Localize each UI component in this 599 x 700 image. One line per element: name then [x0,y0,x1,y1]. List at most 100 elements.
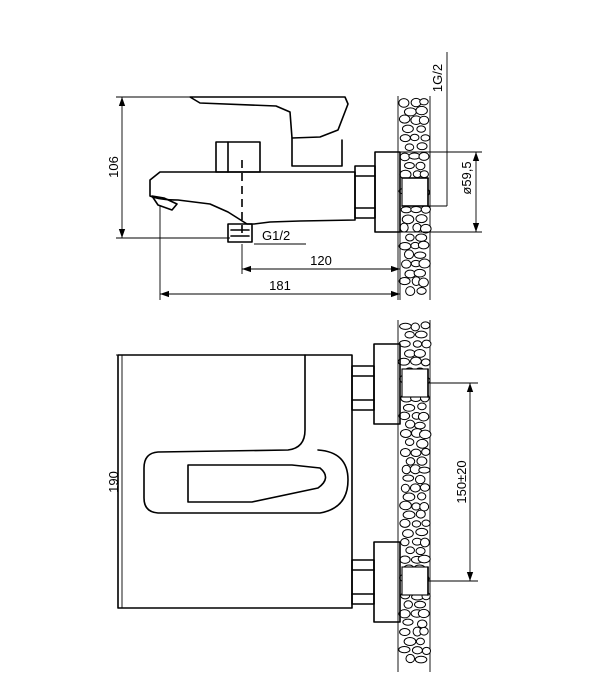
wall-stone [415,637,425,646]
wall-stone [401,214,415,225]
wall-stone [416,619,428,629]
wall-stone [411,520,422,528]
dimension-106-label: 106 [106,156,121,178]
wall-stone [402,618,414,626]
wall-stone [400,483,410,493]
wall-stone [398,114,411,124]
wall-flange [374,151,401,233]
wall-stone [420,205,431,214]
wall-stone [403,637,417,646]
wall-stone [409,483,421,493]
wall-stone [421,646,432,655]
wall-stone [397,357,411,366]
wall-stone [416,142,428,151]
wall-stone [410,356,422,366]
wall-stone [417,411,430,422]
wall-stone [410,322,420,332]
wall-stone [399,152,411,162]
wall-stone [401,124,414,134]
wall-stone [409,133,420,142]
wall-stone [408,152,421,160]
wall-stone [405,286,416,297]
wall-stone [399,518,411,528]
dimension-120-label: 120 [310,253,332,268]
dimension-181-label: 181 [269,278,291,293]
wall-stone [419,98,429,106]
wall-stone [412,222,422,233]
wall-stone [402,492,416,502]
wall-stone [415,527,429,537]
wall-stone [405,233,415,242]
side-view: 106 G1/2 120 181 1G/2 [106,52,482,300]
wall-stone [414,421,426,430]
dimension-181: 181 [159,205,400,300]
wall-stone [401,259,412,269]
dimension-190: 190 [106,354,123,608]
wall-stone [420,358,431,367]
dimension-1g12-label: 1G/2 [430,64,445,92]
wall-stone [399,429,412,438]
wall-stone [398,609,411,619]
wall-stone [418,115,430,125]
wall-stone [404,349,416,358]
wall-stone [419,170,429,179]
front-handle-inset [187,464,327,503]
wall-stone [398,411,411,421]
wall-stone [398,276,411,286]
wall-stone [415,214,428,224]
wall-stone [402,474,415,482]
dimension-1g12: 1G/2 [428,52,448,207]
connection-nut [354,165,376,219]
wall-stone [418,151,430,161]
wall-stone [414,330,428,339]
wall-stone [398,242,412,251]
wall-stone [413,268,426,278]
wall-stone [402,510,416,520]
wall-stone [417,554,431,564]
wall-stone [415,233,428,242]
wall-stone [404,438,415,447]
wall-stone [421,339,432,349]
wall-stone [405,546,415,555]
wall-stone [399,500,412,511]
wall-stone [412,340,423,348]
wall-stone [402,529,414,538]
wall-stone [399,628,411,637]
wall-stone [399,448,411,458]
wall-stone [404,143,415,152]
wall-stone [411,502,421,511]
wall-stone [403,249,415,260]
diverter-knob [215,141,261,173]
wall-stone [405,419,416,429]
mixer-body [149,171,356,225]
wall-stone [418,258,431,269]
wall-stone [417,402,427,411]
front-handle [143,354,349,514]
wall-stone [418,466,431,474]
wall-stone [414,474,426,485]
wall-stone [399,134,411,143]
wall-stone [414,600,427,609]
wall-stone [416,456,428,466]
dimension-150-label: 150±20 [454,460,469,503]
wall-stone [419,626,429,636]
wall-stone [421,519,431,527]
dimension-190-label: 190 [106,471,121,493]
front-view: 190 150±20 [106,320,478,672]
front-body [117,354,353,609]
wall-stone [419,483,431,492]
wall-stone [421,447,431,456]
wall-stone [411,646,423,655]
spout-tip [151,195,178,211]
wall-stone [399,322,412,330]
wall-stone [415,546,426,556]
wall-stone [415,509,426,519]
wall-stone [413,251,427,259]
wall-stone [404,331,415,339]
wall-stone [415,105,428,116]
wall-stone [418,277,429,288]
wall-stone [398,98,410,108]
wall-stone [398,339,411,348]
wall-stone [417,492,427,501]
